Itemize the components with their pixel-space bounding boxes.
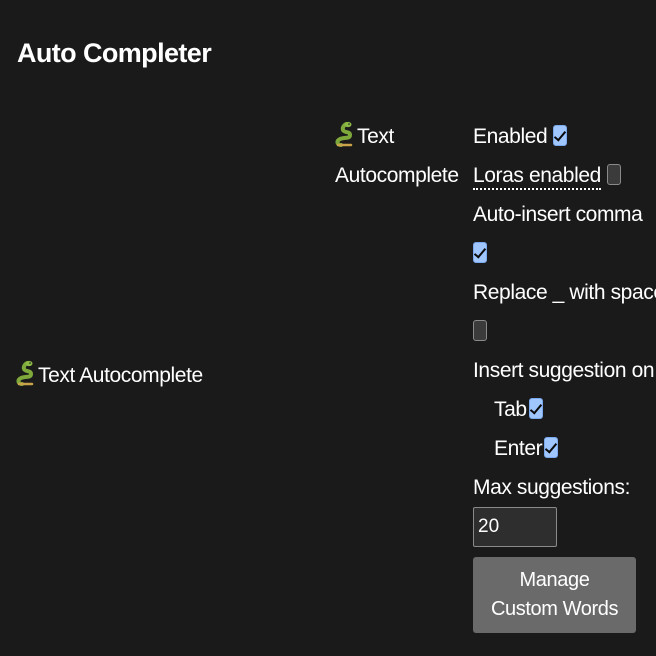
loras-enabled-label: Loras enabled — [473, 164, 601, 190]
loras-enabled-checkbox[interactable] — [606, 164, 621, 185]
setting-auto-insert-comma — [473, 234, 648, 273]
manage-custom-words-button[interactable]: Manage Custom Words — [473, 557, 636, 633]
tab-checkbox[interactable] — [528, 398, 543, 419]
max-suggestions-input[interactable] — [473, 507, 557, 547]
enter-label: Enter — [494, 437, 543, 460]
setting-loras-enabled: Loras enabled — [473, 156, 648, 195]
extension-name: Text Autocomplete — [335, 125, 459, 187]
replace-underscore-checkbox[interactable] — [473, 320, 487, 341]
auto-insert-comma-label: Auto-insert comma — [473, 203, 643, 226]
insert-suggestion-label: Insert suggestion on: — [473, 359, 656, 382]
setting-replace-underscore — [473, 312, 648, 351]
enter-checkbox[interactable] — [544, 437, 559, 458]
snake-icon — [335, 121, 353, 147]
setting-enabled: Enabled — [473, 117, 648, 156]
page-title: Auto Completer — [17, 38, 212, 68]
setting-insert-on-enter: Enter — [473, 429, 648, 468]
extension-label-side: Text Autocomplete — [16, 356, 316, 395]
setting-insert-on-tab: Tab — [473, 390, 648, 429]
tab-label: Tab — [494, 398, 527, 421]
replace-underscore-label: Replace _ with space — [473, 281, 656, 304]
max-suggestions-label: Max suggestions: — [473, 476, 631, 499]
snake-icon — [16, 360, 34, 386]
auto-insert-comma-checkbox[interactable] — [473, 242, 487, 263]
settings-panel: Enabled Loras enabled Auto-insert comma … — [473, 117, 656, 547]
enabled-label: Enabled — [473, 125, 548, 148]
enabled-checkbox[interactable] — [553, 125, 568, 146]
extension-label-top: Text Autocomplete — [335, 117, 460, 195]
extension-name: Text Autocomplete — [38, 364, 203, 387]
